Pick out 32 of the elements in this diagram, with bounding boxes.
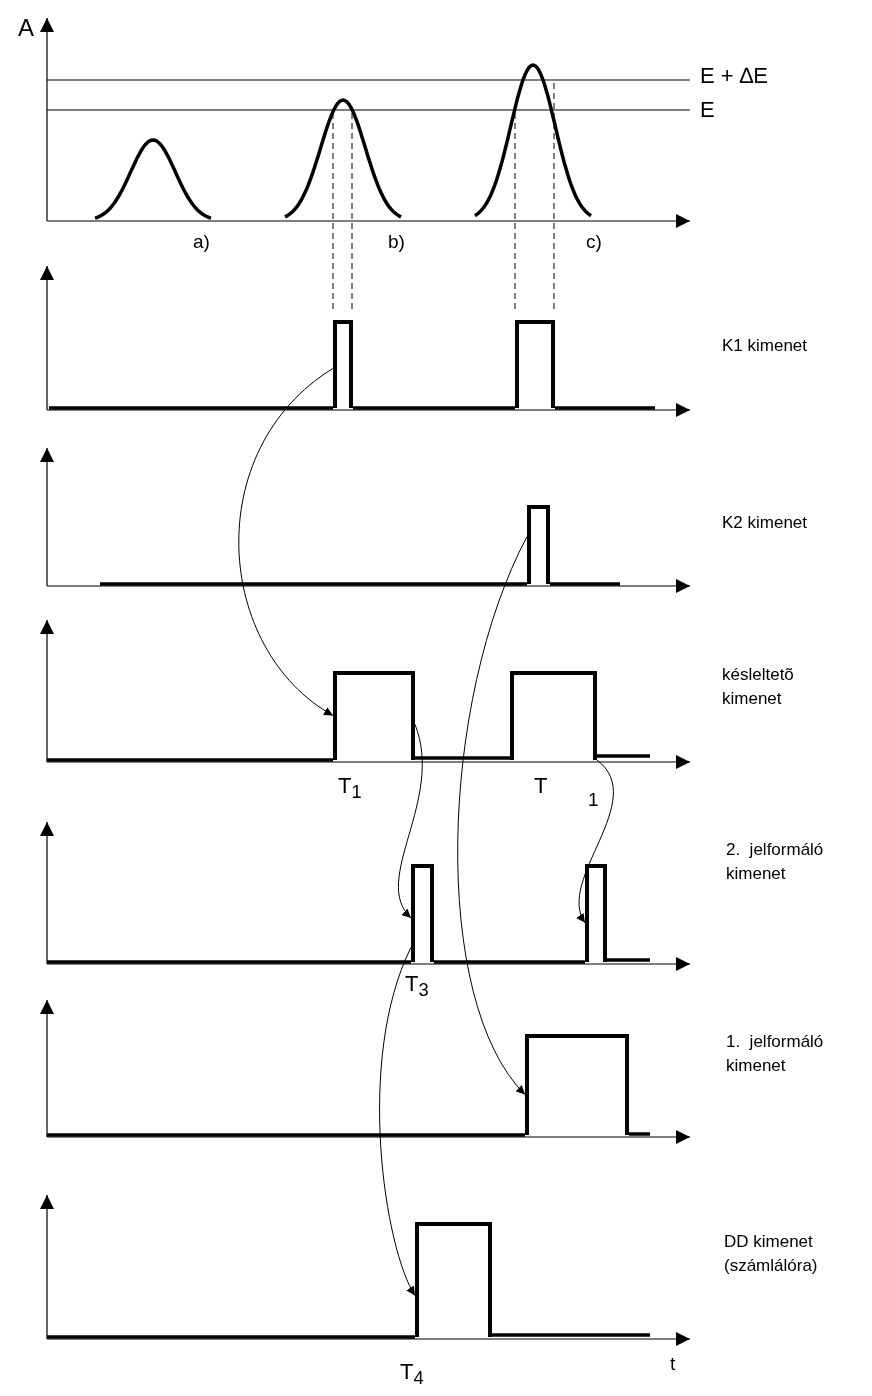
curved-arrow bbox=[379, 946, 416, 1297]
pulse bbox=[510, 671, 597, 760]
pulse bbox=[527, 505, 550, 584]
label: késleltetõ kimenet bbox=[722, 664, 795, 710]
label: b) bbox=[388, 230, 405, 254]
pulse bbox=[333, 320, 353, 408]
label: T$_{4}$ bbox=[400, 1360, 424, 1391]
label: T$_{1}$ bbox=[338, 774, 362, 805]
pulse bbox=[525, 1034, 629, 1135]
curved-arrow bbox=[457, 536, 528, 1096]
label: 1 bbox=[588, 788, 599, 812]
label: T bbox=[534, 774, 548, 798]
pulse bbox=[333, 671, 415, 760]
pulse bbox=[411, 864, 434, 962]
label: 1. jelformáló kimenet bbox=[726, 1031, 825, 1077]
curved-arrow bbox=[398, 723, 423, 919]
label: E bbox=[700, 98, 715, 122]
label: A bbox=[18, 16, 34, 40]
label: c) bbox=[586, 230, 602, 254]
label: 2. jelformáló kimenet bbox=[726, 839, 825, 885]
pulse bbox=[415, 1222, 492, 1337]
label: K2 kimenet bbox=[722, 512, 808, 534]
label: t bbox=[670, 1352, 676, 1376]
curved-arrow bbox=[577, 759, 614, 924]
label: E + ∆E bbox=[700, 64, 768, 88]
pulse bbox=[515, 320, 555, 408]
pulse bbox=[585, 864, 607, 962]
label: T$_{3}$ bbox=[405, 972, 429, 1003]
label: DD kimenet (számlálóra) bbox=[724, 1231, 819, 1277]
label: a) bbox=[193, 230, 210, 254]
label: K1 kimenet bbox=[722, 335, 808, 357]
curved-arrow bbox=[238, 367, 334, 716]
